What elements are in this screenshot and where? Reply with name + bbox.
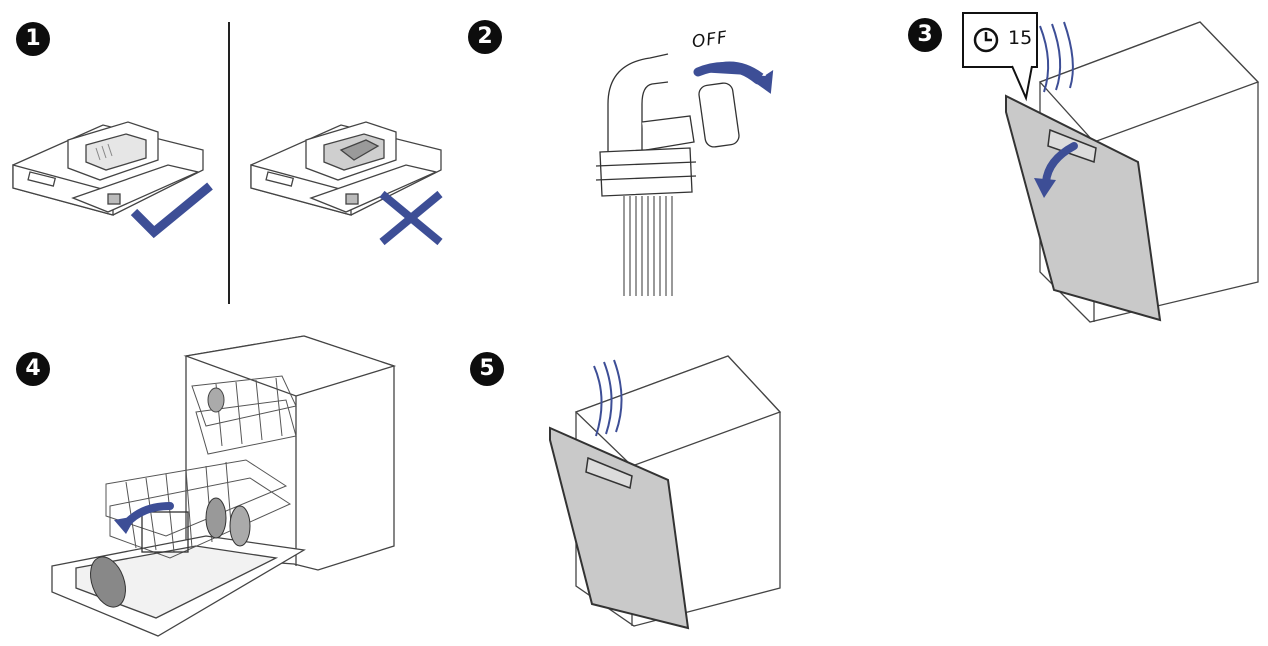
- step-1-badge: 1: [16, 22, 50, 56]
- timer-callout: 15: [962, 12, 1038, 68]
- step-2-badge: 2: [468, 20, 502, 54]
- step-1-divider: [228, 22, 230, 304]
- water-tap-illustration: [595, 53, 740, 296]
- clock-icon: [973, 27, 999, 53]
- dispenser-illustration-incorrect: [250, 121, 442, 216]
- open-dishwasher-racks-illustration: [51, 335, 397, 637]
- timer-callout-pointer: [1011, 65, 1033, 102]
- cross-mark-icon: [379, 190, 443, 246]
- rotate-arrow-icon: [693, 61, 774, 94]
- step-3-badge: 3: [908, 18, 942, 52]
- dispenser-illustration-correct: [12, 121, 204, 216]
- timer-minutes: 15: [1008, 27, 1033, 49]
- dishwasher-door-ajar-final-illustration: [549, 355, 782, 630]
- dishwasher-door-ajar-illustration: [1005, 21, 1260, 323]
- step-4-badge: 4: [16, 352, 50, 386]
- step-5-badge: 5: [470, 352, 504, 386]
- check-mark-icon: [130, 182, 213, 239]
